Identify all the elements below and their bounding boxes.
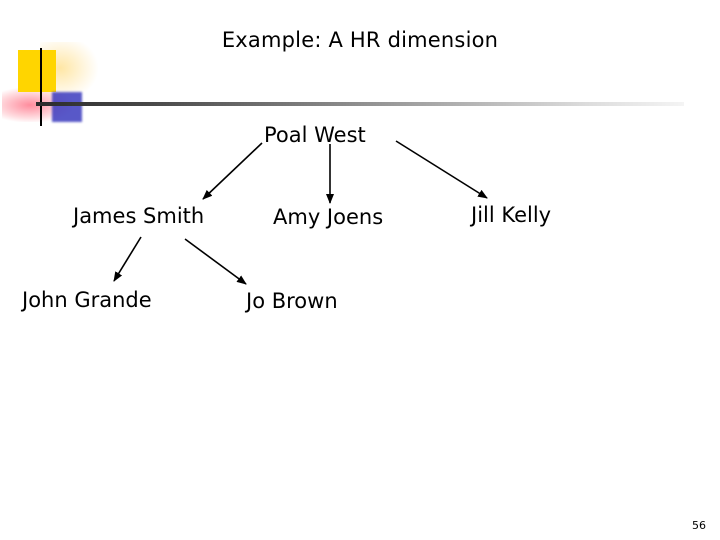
node-jill-kelly: Jill Kelly <box>471 203 552 227</box>
edge-james-smith-to-john-grande <box>113 236 142 282</box>
node-amy-joens: Amy Joens <box>273 205 384 229</box>
page-number: 56 <box>692 519 706 532</box>
page-title: Example: A HR dimension <box>221 28 499 52</box>
logo-yellow-square <box>18 50 56 92</box>
logo-vertical-line <box>40 48 42 126</box>
node-james-smith: James Smith <box>73 204 205 228</box>
node-john-grande: John Grande <box>22 288 152 312</box>
node-poal-west: Poal West <box>264 123 366 147</box>
title-divider <box>36 102 684 106</box>
logo-blue-square <box>52 92 82 122</box>
edge-poal-west-to-jill-kelly <box>395 140 488 199</box>
node-jo-brown: Jo Brown <box>246 289 338 313</box>
edge-james-smith-to-jo-brown <box>184 238 247 285</box>
decorative-logo <box>0 40 100 130</box>
edge-poal-west-to-james-smith <box>202 142 263 200</box>
